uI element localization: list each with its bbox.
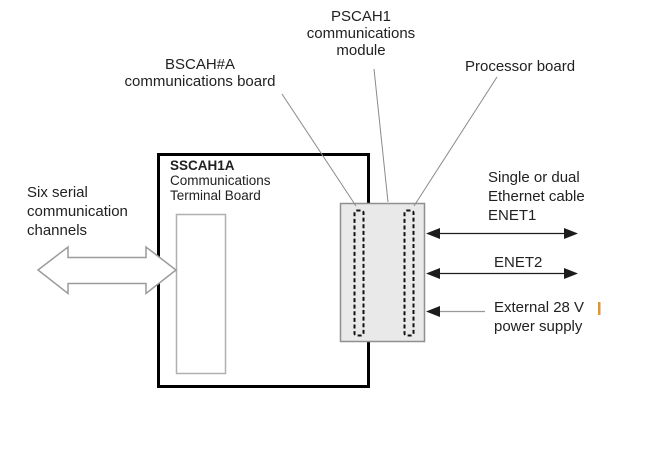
label-line: ENET1	[488, 207, 537, 224]
label-line: communications	[306, 25, 416, 42]
label-line: Ethernet cable	[488, 188, 585, 205]
board-title-name: SSCAH1A	[170, 158, 235, 173]
pscah1-module-rect	[339, 202, 426, 343]
label-line: module	[336, 42, 386, 59]
serial-connector-rect	[175, 213, 227, 375]
label-power-supply: External 28 V power supply	[494, 298, 584, 336]
orange-tick-mark	[598, 302, 601, 315]
six-serial-double-arrow	[36, 245, 178, 296]
bscah-connector-strip	[353, 209, 365, 337]
label-line: communication	[27, 203, 128, 220]
label-ethernet-enet1: Single or dual Ethernet cable ENET1	[488, 168, 585, 225]
label-line: Six serial	[27, 184, 88, 201]
enet1-arrow	[426, 228, 578, 239]
label-line: BSCAH#A	[164, 56, 236, 73]
label-bscah-board: BSCAH#A communications board	[110, 56, 290, 90]
label-six-serial-channels: Six serial communication channels	[27, 183, 128, 240]
bscah-leader-line	[281, 93, 357, 207]
processor-connector-strip	[403, 209, 415, 337]
label-processor-board: Processor board	[465, 58, 576, 75]
label-line: power supply	[494, 318, 583, 335]
pscah1-leader-line	[373, 68, 389, 203]
label-line: Single or dual	[488, 169, 580, 186]
power-supply-arrow	[426, 306, 485, 317]
label-line: communications board	[124, 73, 276, 90]
board-title-line: Terminal Board	[170, 188, 261, 203]
board-title-line: Communications	[170, 173, 271, 188]
processor-leader-line	[413, 76, 498, 207]
label-line: PSCAH1	[330, 8, 392, 25]
label-line: External 28 V	[494, 299, 585, 316]
label-enet2: ENET2	[494, 254, 543, 271]
terminal-board-title: SSCAH1A Communications Terminal Board	[170, 158, 271, 203]
label-line: channels	[27, 222, 88, 239]
enet2-arrow	[426, 268, 578, 279]
label-pscah1-module: PSCAH1 communications module	[295, 8, 427, 59]
